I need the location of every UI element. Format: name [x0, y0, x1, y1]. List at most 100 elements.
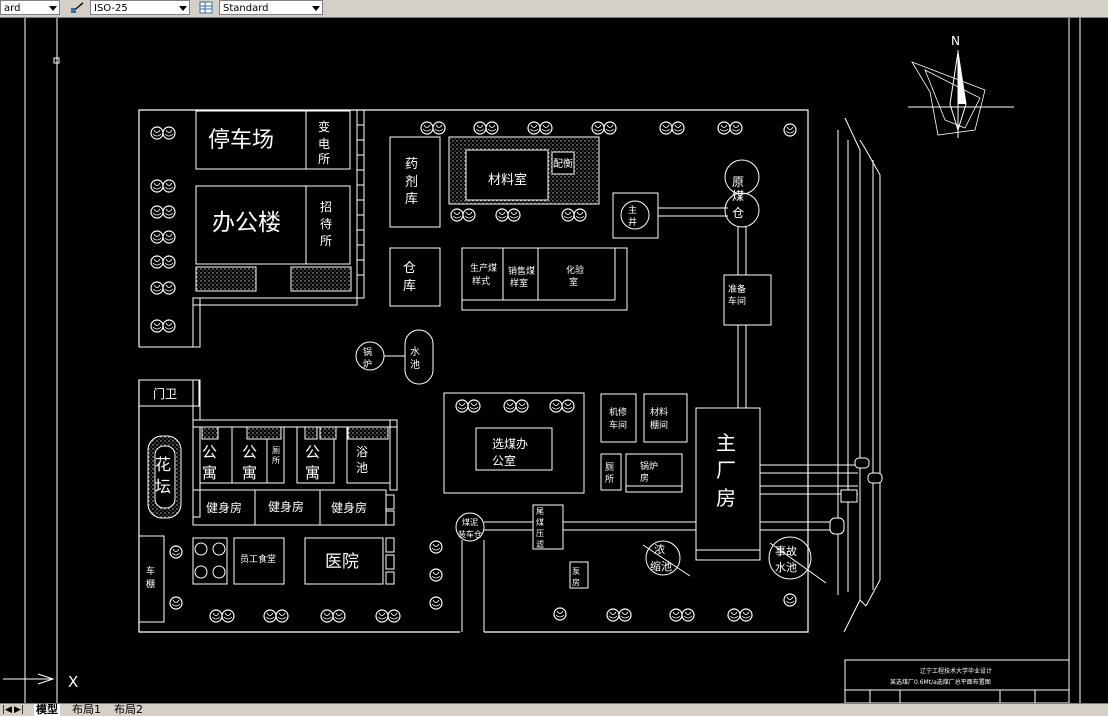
scale-room — [551, 151, 575, 175]
prep-workshop — [723, 274, 772, 326]
x-axis-label: X — [68, 673, 78, 691]
gym3-label: 健身房 — [331, 500, 367, 515]
materials-label: 材料室 — [488, 172, 527, 188]
flower-bed-label: 花坛 — [155, 455, 171, 496]
table-style-dropdown[interactable]: Standard — [219, 0, 323, 15]
water-pool-label: 水池 — [410, 346, 420, 371]
trees-admin — [151, 127, 175, 332]
dim-style-dropdown[interactable]: ISO-25 — [90, 0, 190, 15]
admin-hedge — [192, 109, 365, 348]
guesthouse — [305, 185, 351, 265]
gym1-label: 健身房 — [206, 500, 242, 515]
dimension-style-icon[interactable] — [70, 0, 86, 15]
main-plant — [695, 407, 761, 561]
hospital — [304, 537, 384, 585]
parking-label: 停车场 — [208, 128, 274, 153]
mech-workshop — [600, 393, 637, 443]
tab-scroll-right-icon[interactable]: ▶| — [14, 705, 24, 715]
coal-bunker-label: 原煤仓 — [732, 175, 744, 220]
coal-bunker-top — [724, 159, 760, 195]
sports-courts — [192, 537, 228, 585]
toilet — [600, 453, 622, 491]
sample-prep-label: 生产煤样式 — [470, 262, 497, 287]
site-boundary — [138, 109, 809, 633]
table-style-icon[interactable] — [198, 0, 214, 15]
chevron-down-icon — [312, 6, 320, 11]
tab-model[interactable]: 模型 — [34, 703, 60, 716]
north-arrow-icon: N — [908, 34, 1014, 138]
guesthouse-label: 招待所 — [320, 200, 332, 248]
coal-office-label: 选煤办公室 — [492, 436, 528, 468]
gym-block — [192, 489, 395, 526]
trees-materials — [451, 209, 586, 221]
apartment2-label: 公寓 — [242, 443, 257, 482]
main-shaft-label: 主井 — [628, 204, 637, 228]
toilet-label: 厕所 — [605, 462, 614, 485]
canteen-label: 员工食堂 — [240, 553, 276, 565]
materials-room — [465, 149, 549, 201]
layer-style-dropdown[interactable]: ard — [0, 0, 60, 15]
coal-press — [532, 504, 564, 550]
boiler-label: 锅炉 — [363, 347, 372, 370]
chevron-down-icon — [179, 6, 187, 11]
accident-pool — [768, 536, 812, 580]
ucs-icon: X — [3, 673, 78, 691]
gatehouse — [138, 379, 200, 407]
drawing-frame — [24, 18, 1081, 703]
rail-cars — [829, 457, 883, 535]
pump-room — [569, 561, 589, 589]
trees-south — [169, 540, 797, 622]
north-label: N — [951, 34, 960, 48]
canteen — [233, 537, 285, 585]
sales-sample-label: 销售煤样室 — [508, 265, 535, 289]
coal-bunker-bottom — [724, 192, 760, 228]
water-pool — [404, 329, 434, 385]
trees-coal-office — [456, 400, 574, 412]
dorm-small-label: 厕所 — [272, 446, 280, 465]
boiler-room-label: 锅炉房 — [640, 460, 658, 484]
gatehouse-label: 门卫 — [153, 386, 177, 401]
lab-block — [461, 247, 628, 311]
railway-tracks — [837, 117, 881, 633]
prep-workshop-label: 准备车间 — [728, 283, 746, 307]
layout-tabs: |◀ ▶| 模型 布局1 布局2 — [0, 703, 1108, 716]
coal-office-yard — [443, 392, 585, 494]
coal-office — [475, 427, 553, 471]
coal-loading-label: 煤泥装车仓 — [458, 517, 482, 539]
accident-pool-label: 事故水池 — [775, 544, 797, 574]
scale-label: 配衡 — [553, 158, 573, 170]
thickener-label: 浓缩池 — [650, 543, 672, 573]
tab-scroll-left-icon[interactable]: |◀ — [2, 705, 12, 715]
pharmacy-building — [389, 136, 441, 228]
material-shed — [643, 393, 688, 443]
title-block: 辽宁工程技术大学毕业设计 某选煤厂0.6Mt/a选煤厂总平面布置图 — [844, 659, 1070, 703]
warehouse-label: 仓库 — [403, 261, 416, 294]
office-label: 办公楼 — [212, 210, 281, 236]
substation-label: 变电所 — [318, 119, 330, 166]
layer-style-value: ard — [4, 3, 21, 14]
tab-layout1[interactable]: 布局1 — [72, 703, 101, 716]
office-garden-left — [195, 266, 257, 292]
lab-label: 化验室 — [566, 264, 584, 288]
title-block-sub: 某选煤厂0.6Mt/a选煤厂总平面布置图 — [890, 678, 991, 686]
gym2-label: 健身房 — [268, 499, 304, 514]
trees-north — [421, 122, 797, 137]
apartment1-label: 公寓 — [202, 443, 217, 482]
coal-loading-bunker — [455, 512, 485, 542]
boiler-room — [625, 453, 683, 493]
material-shed-label: 材料棚间 — [650, 406, 668, 431]
substation — [305, 110, 351, 170]
garage — [138, 535, 165, 623]
garage-label: 车棚 — [146, 565, 155, 590]
loading-belts — [760, 464, 858, 531]
table-style-value: Standard — [223, 3, 269, 14]
mech-workshop-label: 机修车间 — [609, 406, 627, 431]
bath-label: 浴池 — [356, 445, 368, 475]
apartment3-label: 公寓 — [305, 443, 320, 482]
tab-layout2[interactable]: 布局2 — [114, 703, 143, 716]
coal-press-label: 尾煤压滤 — [536, 507, 544, 549]
title-block-main: 辽宁工程技术大学毕业设计 — [920, 667, 992, 675]
properties-toolbar: ard ISO-25 Standard — [0, 0, 1108, 18]
hospital-label: 医院 — [325, 552, 359, 572]
drawing-canvas[interactable]: N 停车场 变电所 办公楼 招待所 — [0, 18, 1108, 703]
